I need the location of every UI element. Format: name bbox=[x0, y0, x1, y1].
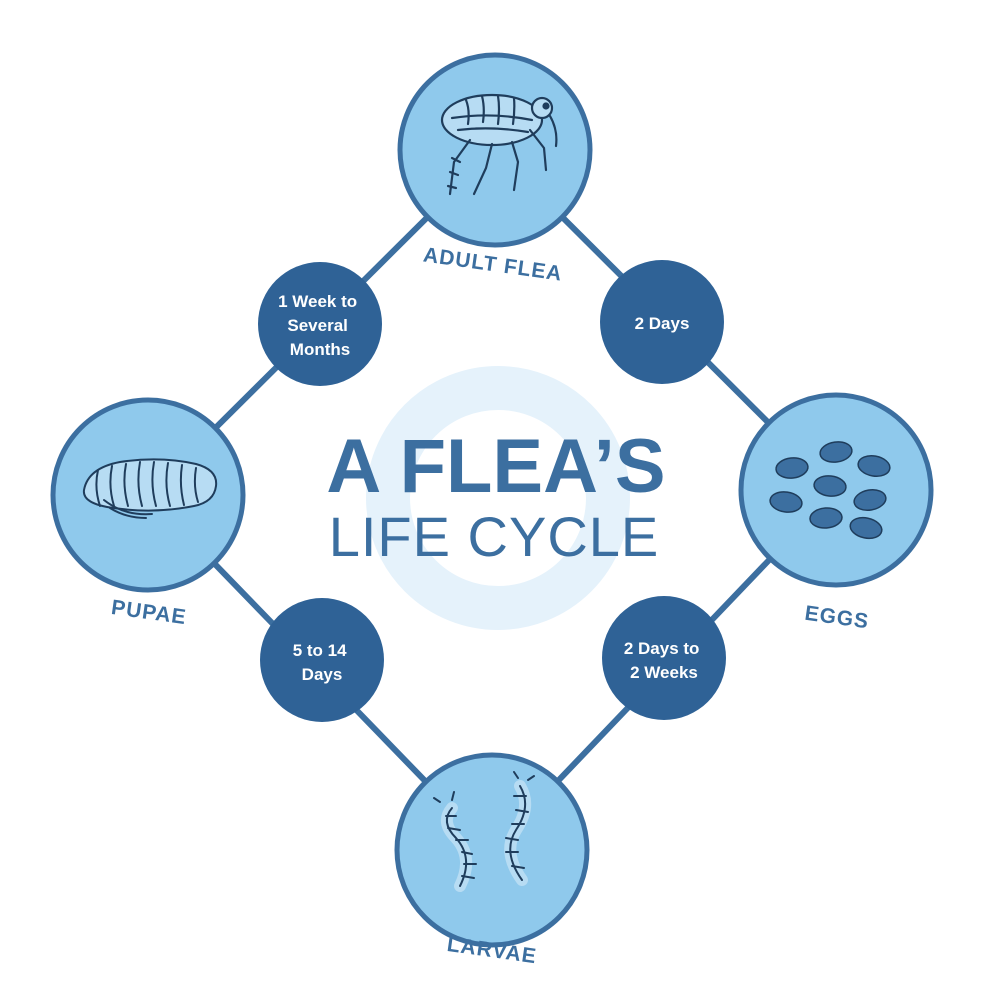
duration-pupae-to-adult: 1 Week to Several Months bbox=[258, 262, 382, 386]
title-line2: LIFE CYCLE bbox=[329, 505, 660, 568]
stage-larvae: LARVAE bbox=[394, 752, 590, 968]
duration-larvae-to-pupae: 5 to 14 Days bbox=[260, 598, 384, 722]
duration-eggs-to-larvae: 2 Days to 2 Weeks bbox=[602, 596, 726, 720]
stage-circle bbox=[394, 752, 590, 948]
duration-line: Months bbox=[290, 340, 350, 359]
duration-text: 2 Days bbox=[635, 314, 690, 333]
duration-line: Days bbox=[302, 665, 343, 684]
duration-line: 2 Days to bbox=[624, 639, 700, 658]
pupa-icon bbox=[82, 458, 218, 519]
stage-eggs: EGGS bbox=[738, 392, 934, 634]
stage-label: ADULT FLEA bbox=[422, 243, 564, 285]
duration-line: Several bbox=[287, 316, 348, 335]
duration-text: 5 to 14 Days bbox=[293, 641, 352, 684]
larvae-icon bbox=[433, 771, 535, 892]
duration-line: 2 Weeks bbox=[630, 663, 698, 682]
duration-line: 2 Days bbox=[635, 314, 690, 333]
title-line1: A FLEA’S bbox=[326, 424, 665, 509]
stage-pupae: PUPAE bbox=[50, 397, 246, 629]
duration-circle bbox=[258, 262, 382, 386]
stage-adult-flea: ADULT FLEA bbox=[397, 52, 593, 286]
flea-icon bbox=[440, 93, 558, 196]
background-ring bbox=[366, 366, 630, 630]
stage-label: EGGS bbox=[803, 602, 870, 634]
duration-circle bbox=[600, 260, 724, 384]
duration-text: 2 Days to 2 Weeks bbox=[624, 639, 704, 682]
duration-line: 1 Week to bbox=[278, 292, 357, 311]
duration-circle bbox=[602, 596, 726, 720]
eggs-icon bbox=[769, 441, 891, 540]
duration-adult-to-eggs: 2 Days bbox=[600, 260, 724, 384]
stage-circle bbox=[397, 52, 593, 248]
duration-circle bbox=[260, 598, 384, 722]
duration-text: 1 Week to Several Months bbox=[278, 292, 362, 359]
duration-line: 5 to 14 bbox=[293, 641, 347, 660]
stage-label: PUPAE bbox=[110, 596, 188, 629]
